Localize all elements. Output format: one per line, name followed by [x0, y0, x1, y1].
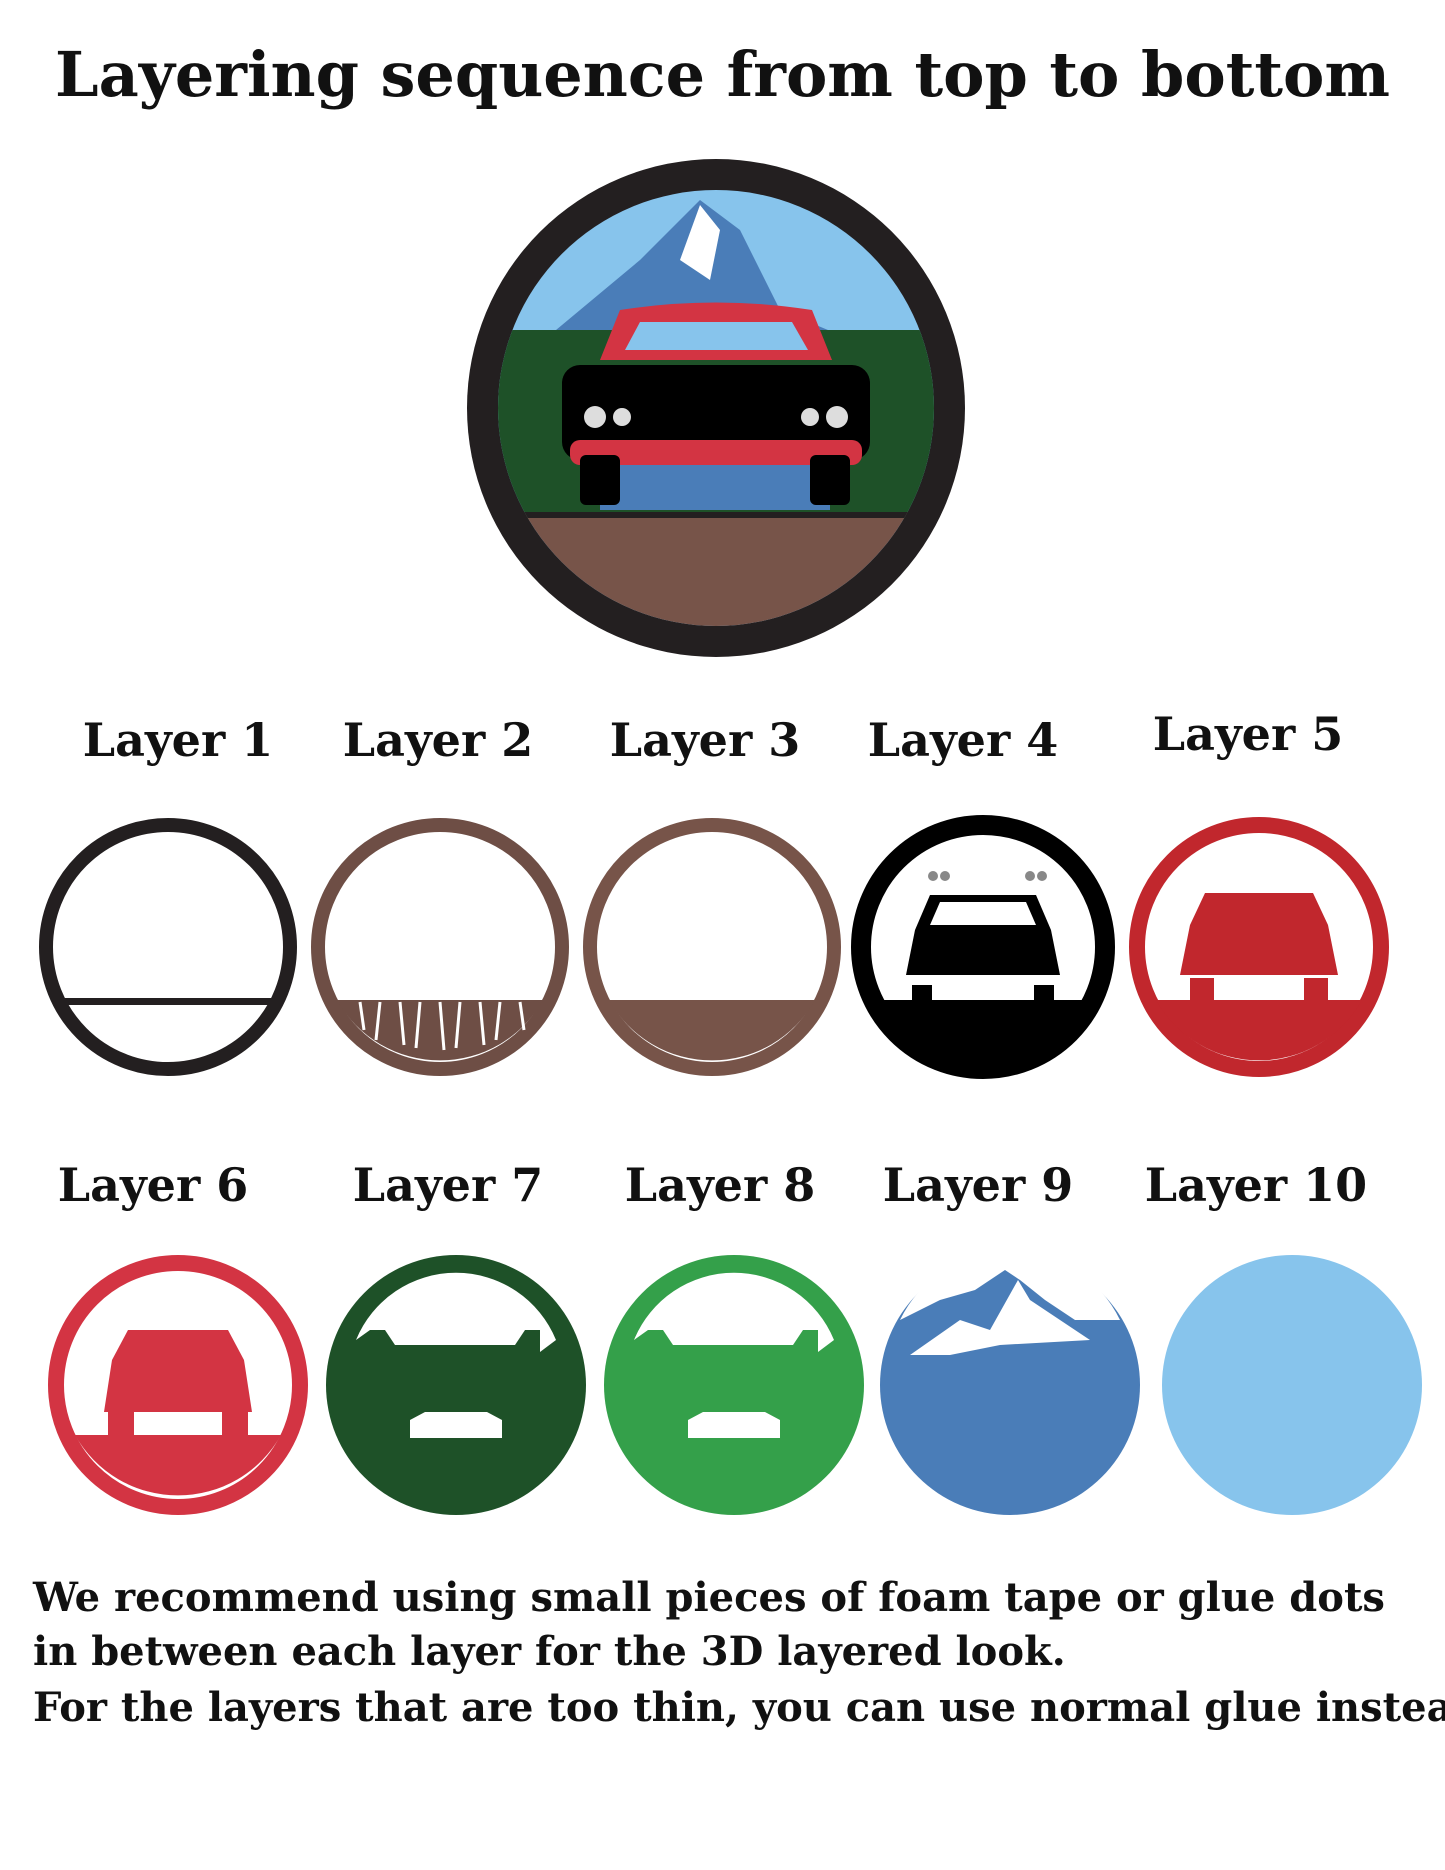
layer-8-label: Layer 8 — [624, 1158, 816, 1212]
layer-6-piece — [48, 1255, 308, 1515]
page-title: Layering sequence from top to bottom — [55, 38, 1390, 111]
layer-10-piece — [1162, 1255, 1422, 1515]
layer-5-piece — [1129, 817, 1389, 1077]
layer-6-label: Layer 6 — [57, 1158, 249, 1212]
layer-8-piece — [604, 1255, 864, 1515]
layer-2-piece — [311, 818, 569, 1076]
layer-9-label: Layer 9 — [882, 1158, 1074, 1212]
layer-7-label: Layer 7 — [352, 1158, 544, 1212]
layer-10-label: Layer 10 — [1144, 1158, 1368, 1212]
layer-4-label: Layer 4 — [867, 713, 1059, 767]
layer-3-piece — [583, 818, 841, 1076]
note-line-1: We recommend using small pieces of foam … — [33, 1574, 1385, 1621]
layer-2-label: Layer 2 — [342, 713, 534, 767]
layer-1-piece — [39, 818, 297, 1076]
layer-4-piece — [851, 815, 1115, 1079]
note-line-3: For the layers that are too thin, you ca… — [33, 1684, 1445, 1731]
layer-7-piece — [326, 1255, 586, 1515]
note-line-2: in between each layer for the 3D layered… — [33, 1628, 1066, 1675]
layer-1-label: Layer 1 — [82, 713, 274, 767]
assembled-badge — [467, 159, 965, 657]
layer-9-piece — [880, 1250, 1140, 1515]
layer-5-label: Layer 5 — [1152, 707, 1344, 761]
layer-3-label: Layer 3 — [609, 713, 801, 767]
